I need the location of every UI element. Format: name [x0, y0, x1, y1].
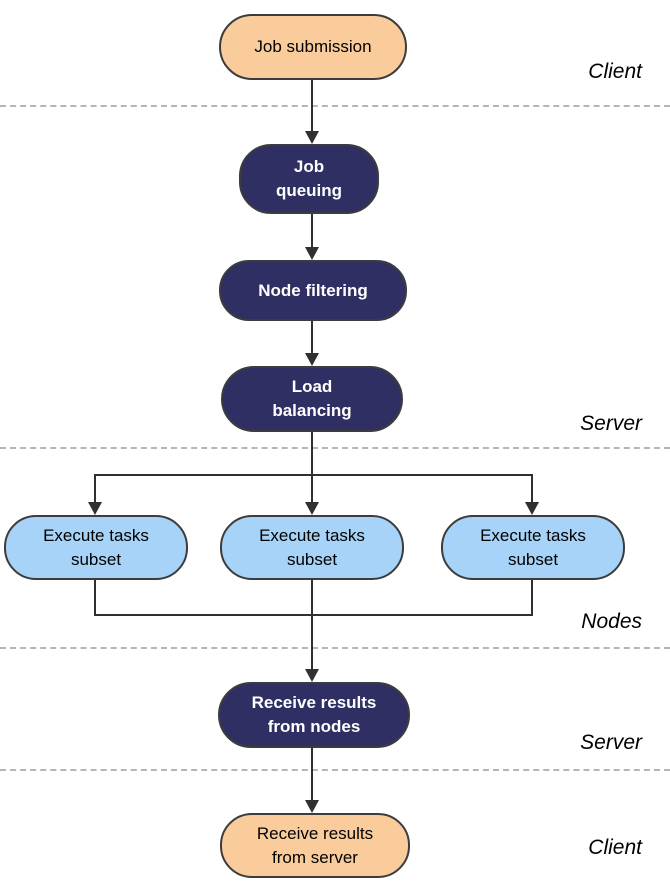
branch-split-line [94, 474, 533, 476]
lane-separator [0, 647, 670, 649]
arrowhead-icon [305, 800, 319, 813]
node-job-submission: Job submission [219, 14, 407, 80]
connector-line [311, 213, 313, 248]
connector-line [311, 80, 313, 132]
arrowhead-icon [525, 502, 539, 515]
lane-label-server-bottom: Server [580, 731, 642, 754]
arrowhead-icon [305, 247, 319, 260]
lane-separator [0, 447, 670, 449]
arrowhead-icon [305, 502, 319, 515]
lane-separator [0, 105, 670, 107]
lane-label-client-top: Client [588, 60, 642, 83]
node-receive-results-from-nodes: Receive results from nodes [218, 682, 410, 748]
node-execute-tasks-subset-1: Execute tasks subset [4, 515, 188, 580]
connector-line [311, 748, 313, 801]
node-job-queuing: Job queuing [239, 144, 379, 214]
connector-line [311, 432, 313, 476]
connector-line [311, 321, 313, 354]
branch-merge-line [94, 614, 533, 616]
lane-separator [0, 769, 670, 771]
node-execute-tasks-subset-2: Execute tasks subset [220, 515, 404, 580]
lane-label-nodes: Nodes [581, 610, 642, 633]
node-node-filtering: Node filtering [219, 260, 407, 321]
connector-line [94, 580, 96, 616]
connector-line [94, 476, 96, 503]
arrowhead-icon [305, 131, 319, 144]
arrowhead-icon [305, 353, 319, 366]
lane-label-client-bottom: Client [588, 836, 642, 859]
arrowhead-icon [305, 669, 319, 682]
node-load-balancing: Load balancing [221, 366, 403, 432]
arrowhead-icon [88, 502, 102, 515]
connector-line [531, 580, 533, 616]
node-execute-tasks-subset-3: Execute tasks subset [441, 515, 625, 580]
connector-line [531, 476, 533, 503]
connector-line [311, 580, 313, 669]
node-receive-results-from-server: Receive results from server [220, 813, 410, 878]
connector-line [311, 476, 313, 503]
lane-label-server-mid: Server [580, 412, 642, 435]
